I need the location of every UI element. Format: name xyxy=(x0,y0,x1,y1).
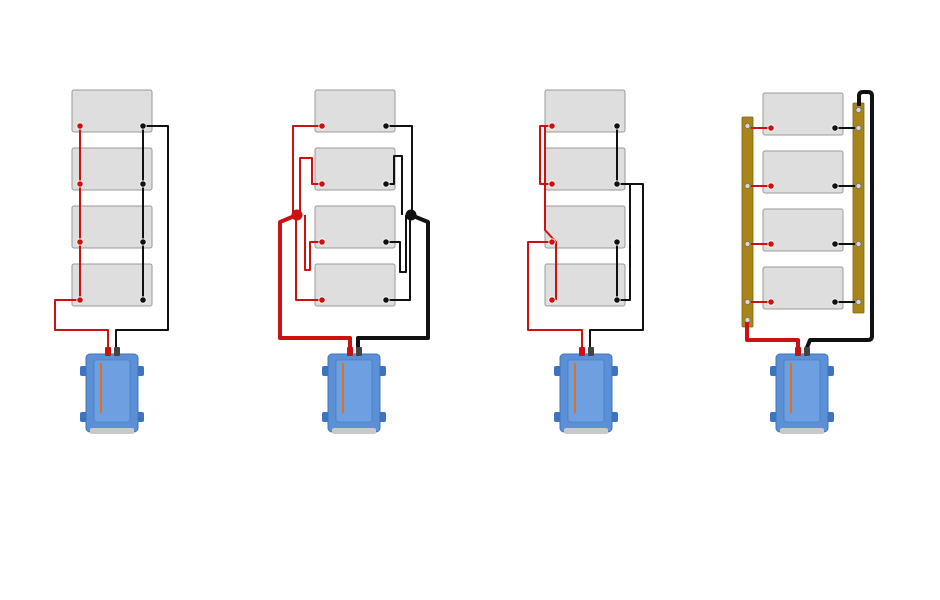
negative-cable xyxy=(386,215,407,273)
positive-terminal xyxy=(318,180,326,188)
battery xyxy=(544,147,626,191)
positive-terminal xyxy=(318,238,326,246)
positive-terminal xyxy=(548,122,556,130)
negative-cable xyxy=(386,155,403,215)
battery xyxy=(762,208,844,252)
battery-bank xyxy=(762,92,844,310)
positive-cable xyxy=(299,157,322,215)
positive-terminal xyxy=(76,180,84,188)
negative-terminal xyxy=(831,124,839,132)
negative-bus-bar xyxy=(852,102,865,314)
battery xyxy=(314,205,396,249)
battery xyxy=(762,150,844,194)
battery xyxy=(762,92,844,136)
negative-terminal xyxy=(831,298,839,306)
battery-bank xyxy=(544,89,626,307)
negative-terminal xyxy=(382,180,390,188)
negative-junction xyxy=(405,209,417,221)
inverter xyxy=(80,347,144,434)
positive-main-cable xyxy=(278,213,352,350)
negative-terminal xyxy=(382,238,390,246)
inverter-negative-post xyxy=(588,347,594,356)
positive-terminal xyxy=(76,122,84,130)
negative-cable xyxy=(386,215,411,301)
negative-terminal xyxy=(139,238,147,246)
positive-terminal xyxy=(767,240,775,248)
battery xyxy=(71,205,153,249)
negative-terminal xyxy=(613,238,621,246)
battery xyxy=(71,89,153,133)
positive-terminal xyxy=(767,298,775,306)
battery xyxy=(544,263,626,307)
inverter-positive-post xyxy=(105,347,111,356)
inverter-positive-post xyxy=(579,347,585,356)
negative-terminal xyxy=(613,296,621,304)
inverter-negative-post xyxy=(114,347,120,356)
terminals xyxy=(767,124,839,306)
positive-terminal xyxy=(318,122,326,130)
battery xyxy=(71,263,153,307)
inverter-positive-post xyxy=(795,347,801,356)
battery xyxy=(314,89,396,133)
positive-terminal xyxy=(548,180,556,188)
inverter-negative-post xyxy=(356,347,362,356)
negative-cable xyxy=(115,125,169,350)
positive-cable xyxy=(295,215,322,301)
negative-terminal xyxy=(139,296,147,304)
negative-cable xyxy=(386,125,413,215)
negative-main-cable xyxy=(356,213,430,350)
positive-cable xyxy=(527,241,583,350)
battery xyxy=(314,263,396,307)
negative-terminal xyxy=(831,240,839,248)
inverter xyxy=(554,347,618,434)
positive-terminal xyxy=(318,296,326,304)
negative-terminal xyxy=(139,180,147,188)
positive-terminal xyxy=(548,238,556,246)
terminals xyxy=(318,122,390,304)
inverter xyxy=(322,347,386,434)
positive-cable xyxy=(54,299,109,350)
negative-terminal xyxy=(613,122,621,130)
panel-cross-connection xyxy=(527,89,644,434)
negative-terminal xyxy=(382,296,390,304)
battery-bank xyxy=(314,89,396,307)
battery xyxy=(762,266,844,310)
positive-junction xyxy=(291,209,303,221)
negative-terminal xyxy=(613,180,621,188)
bus-bar-bolts xyxy=(744,107,862,323)
terminals xyxy=(548,122,621,304)
negative-terminal xyxy=(382,122,390,130)
negative-cable xyxy=(589,183,644,350)
negative-main-cable xyxy=(804,90,874,351)
inverter-positive-post xyxy=(347,347,353,356)
battery xyxy=(544,205,626,249)
positive-terminal xyxy=(76,238,84,246)
positive-terminal xyxy=(76,296,84,304)
negative-terminal xyxy=(831,182,839,190)
battery xyxy=(544,89,626,133)
inverter-negative-post xyxy=(804,347,810,356)
panel-post-connection xyxy=(278,89,430,434)
positive-cable xyxy=(544,125,557,300)
panel-daisy-chain xyxy=(54,89,169,434)
terminals xyxy=(76,122,147,304)
positive-terminal xyxy=(548,296,556,304)
negative-terminal xyxy=(139,122,147,130)
battery-bank xyxy=(71,89,153,307)
positive-terminal xyxy=(767,124,775,132)
positive-cable xyxy=(304,215,322,271)
positive-cable xyxy=(292,125,322,215)
panel-bus-bar-connection xyxy=(741,90,874,434)
battery xyxy=(71,147,153,191)
positive-main-cable xyxy=(745,322,800,350)
inverter xyxy=(770,347,834,434)
positive-bus-bar xyxy=(741,116,754,328)
positive-terminal xyxy=(767,182,775,190)
